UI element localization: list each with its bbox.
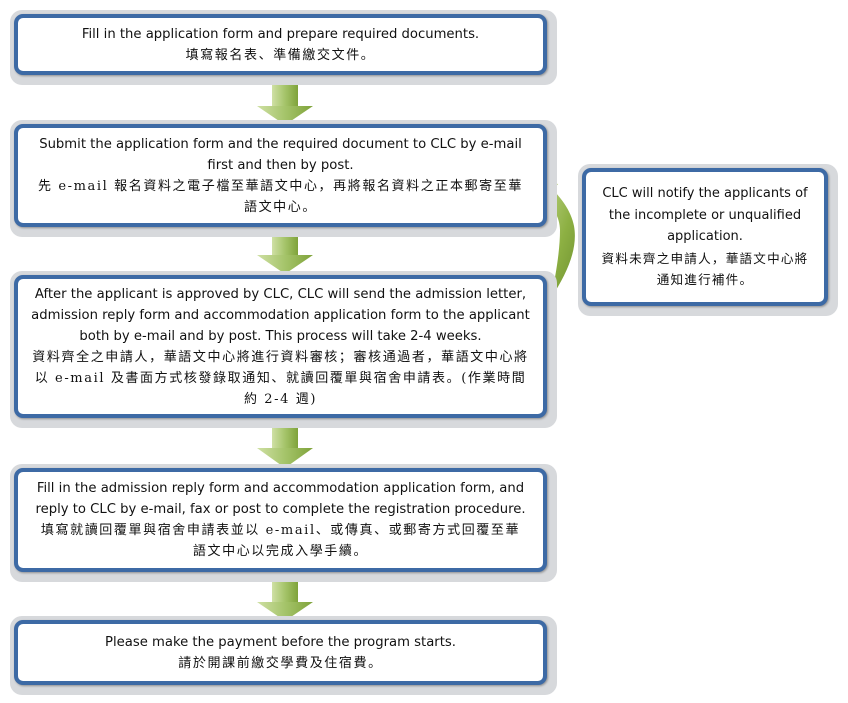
step-4: Fill in the admission reply form and acc… xyxy=(10,464,557,582)
step-4-en: Fill in the admission reply form and acc… xyxy=(35,481,526,517)
step-2-en: Submit the application form and the requ… xyxy=(39,136,522,173)
step-2: Submit the application form and the requ… xyxy=(10,120,557,237)
side-note-zh: 資料未齊之申請人，華語文中心將通知進行補件。 xyxy=(601,250,809,288)
curved-return-arrow xyxy=(533,179,575,298)
step-1-zh: 填寫報名表、準備繳交文件。 xyxy=(185,47,376,63)
step-2-zh: 先 e-mail 報名資料之電子檔至華語文中心，再將報名資料之正本郵寄至華語文中… xyxy=(38,178,523,215)
step-4-zh: 填寫就讀回覆單與宿舍申請表並以 e-mail、或傳真、或郵寄方式回覆至華語文中心… xyxy=(40,523,521,559)
step-3-en: After the applicant is approved by CLC, … xyxy=(31,286,530,344)
step-3: After the applicant is approved by CLC, … xyxy=(10,271,557,428)
step-5: Please make the payment before the progr… xyxy=(10,616,557,695)
down-arrow-1 xyxy=(257,80,313,125)
incomplete-application-note: CLC will notify the applicants of the in… xyxy=(578,164,838,316)
step-5-zh: 請於開課前繳交學費及住宿費。 xyxy=(178,655,383,671)
side-note-en: CLC will notify the applicants of the in… xyxy=(602,186,808,245)
down-arrow-4 xyxy=(257,578,313,621)
step-1: Fill in the application form and prepare… xyxy=(10,10,557,85)
down-arrow-2 xyxy=(257,234,313,274)
step-5-en: Please make the payment before the progr… xyxy=(105,634,456,650)
down-arrow-3 xyxy=(257,424,313,468)
step-3-zh: 資料齊全之申請人，華語文中心將進行資料審核；審核通過者，華語文中心將以 e-ma… xyxy=(32,349,529,407)
step-1-en: Fill in the application form and prepare… xyxy=(81,26,480,42)
